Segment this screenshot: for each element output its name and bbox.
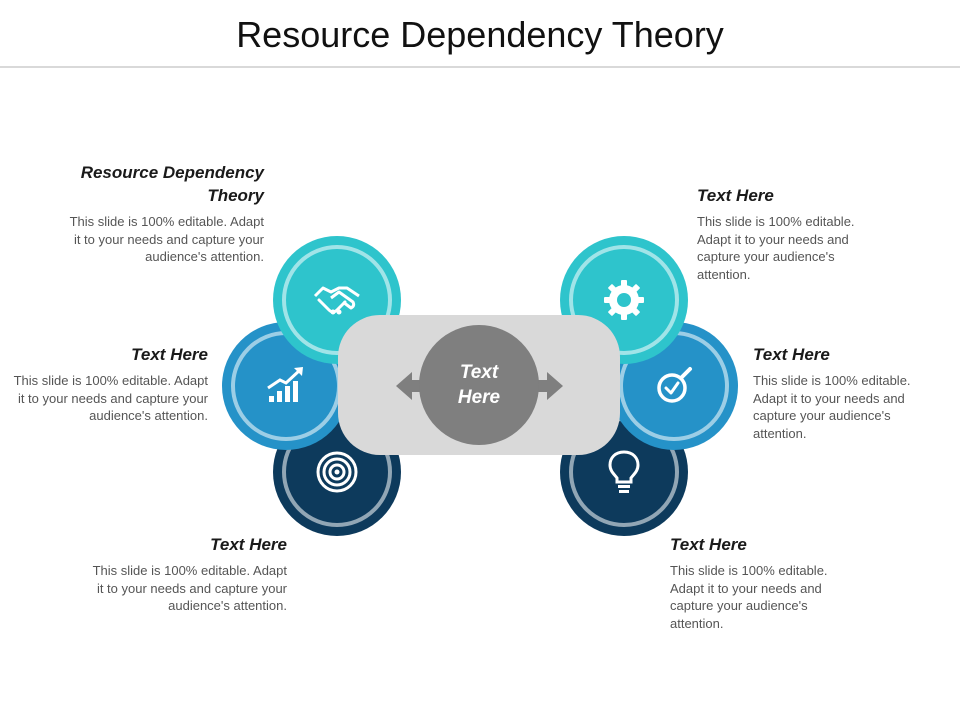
lightbulb-icon: [608, 450, 640, 493]
center-circle: Text Here: [419, 325, 539, 445]
text-block-heading: Resource Dependency Theory: [80, 163, 264, 205]
text-block-2: Text Here This slide is 100% editable. A…: [8, 343, 208, 425]
text-block-6: Text Here This slide is 100% editable. A…: [670, 533, 840, 632]
text-block-heading: Text Here: [210, 535, 287, 554]
text-block-body: This slide is 100% editable. Adapt it to…: [670, 563, 828, 631]
handshake-icon: [313, 286, 360, 315]
text-block-5: Text Here This slide is 100% editable. A…: [753, 343, 923, 442]
text-block-body: This slide is 100% editable. Adapt it to…: [697, 214, 855, 282]
text-block-heading: Text Here: [753, 345, 830, 364]
target-icon: [316, 451, 358, 493]
left-arrow-icon: [396, 372, 422, 400]
text-block-body: This slide is 100% editable. Adapt it to…: [13, 373, 208, 423]
text-block-1: Resource Dependency Theory This slide is…: [64, 161, 264, 266]
gear-icon: [604, 280, 644, 320]
text-block-body: This slide is 100% editable. Adapt it to…: [69, 214, 264, 264]
text-block-4: Text Here This slide is 100% editable. A…: [697, 184, 867, 283]
text-block-3: Text Here This slide is 100% editable. A…: [87, 533, 287, 615]
text-block-heading: Text Here: [697, 186, 774, 205]
text-block-body: This slide is 100% editable. Adapt it to…: [753, 373, 911, 441]
text-block-heading: Text Here: [670, 535, 747, 554]
text-block-heading: Text Here: [131, 345, 208, 364]
slide-title: Resource Dependency Theory: [236, 14, 724, 55]
title-divider: [0, 66, 960, 68]
text-block-body: This slide is 100% editable. Adapt it to…: [92, 563, 287, 613]
growth-chart-icon: [267, 367, 303, 402]
magnifier-check-icon: [657, 367, 692, 403]
center-label: Text Here: [457, 362, 501, 408]
right-arrow-icon: [537, 372, 563, 400]
